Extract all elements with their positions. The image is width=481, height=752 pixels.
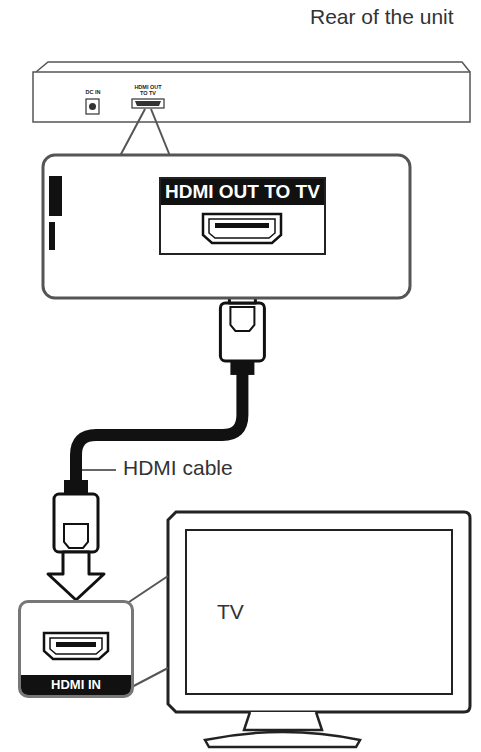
- unit-top: [36, 62, 470, 72]
- tv-frame: [168, 512, 470, 712]
- tv-name: TV: [217, 600, 244, 624]
- cable: [76, 373, 242, 482]
- unit-body: [33, 72, 470, 122]
- label: HDMI cable: [121, 457, 235, 479]
- dc-jack: [86, 99, 99, 114]
- hdmi-port: [197, 205, 287, 253]
- hdmi-port-small: [132, 99, 164, 108]
- tv-screen-area: TV: [186, 530, 452, 694]
- plug-body: [220, 303, 264, 361]
- callout-line: [120, 109, 145, 156]
- insert-arrow: [48, 552, 104, 600]
- label: DC IN: [84, 90, 102, 96]
- port-name: HDMI IN: [24, 677, 128, 693]
- port-name: HDMI OUT TO TV: [165, 182, 320, 202]
- port-inner: [50, 638, 102, 654]
- plug-body: [54, 494, 98, 552]
- port-panel: HDMI OUT TO TV: [159, 177, 326, 255]
- tv-screen: [186, 530, 452, 694]
- label: Rear of the unit: [308, 6, 456, 28]
- dc-jack-hole: [89, 103, 96, 110]
- port-pins: [215, 223, 269, 228]
- plug-grip: [64, 524, 88, 548]
- plug-boot: [230, 361, 254, 375]
- port-panel: HDMI IN: [18, 600, 134, 698]
- callout-line: [151, 109, 170, 156]
- callout-line: [126, 576, 168, 604]
- label: HDMI OUT TO TV: [131, 85, 165, 97]
- tv-base: [205, 732, 360, 747]
- plug-boot: [64, 480, 88, 494]
- hdmi-port-small-inner: [135, 101, 161, 106]
- leader-line: [82, 469, 116, 471]
- port-pins: [56, 642, 96, 647]
- tv-neck: [244, 712, 322, 730]
- dc-jack-zoom: [49, 222, 55, 250]
- port-shell: [44, 633, 108, 659]
- port-heading: HDMI IN: [21, 675, 131, 695]
- hdmi-port: [36, 603, 116, 675]
- plug-grip: [230, 307, 254, 331]
- port-heading: HDMI OUT TO TV: [161, 179, 324, 205]
- port-area: [21, 603, 131, 675]
- port-area: [161, 205, 324, 253]
- dc-jack-zoom: [49, 176, 62, 216]
- port-shell: [203, 214, 281, 243]
- zoom-panel: [43, 155, 410, 298]
- port-inner: [209, 219, 275, 238]
